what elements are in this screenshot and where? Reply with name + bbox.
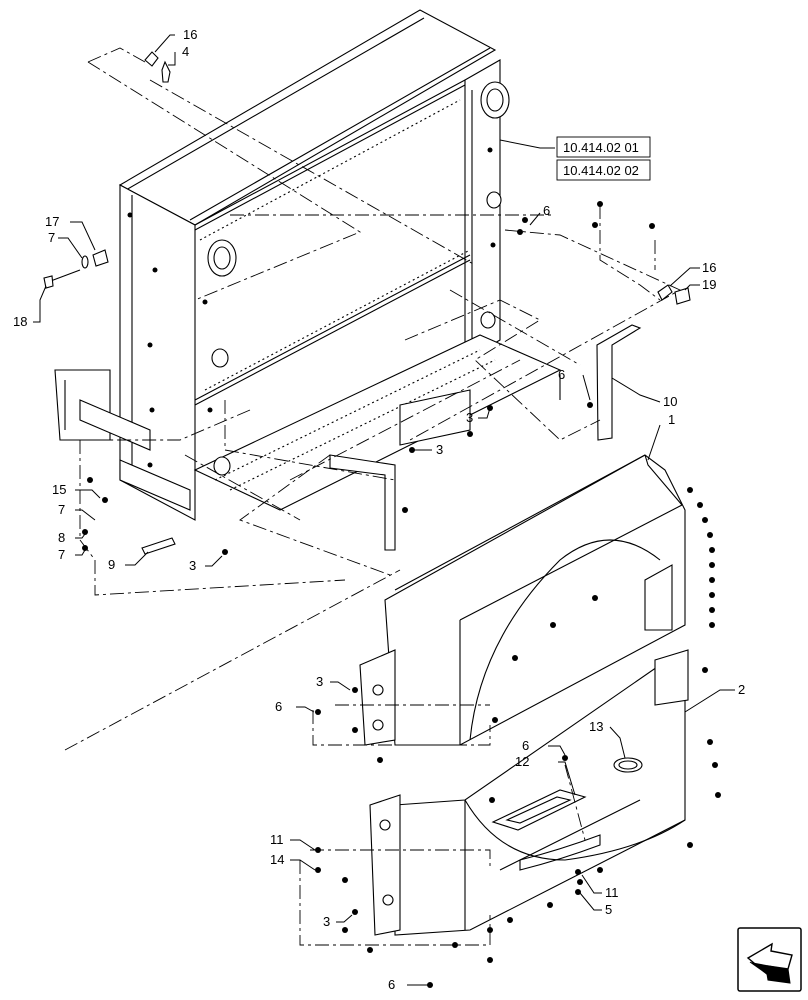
callout-3-shroud-lower: 3 — [323, 914, 330, 929]
callout-7-mid-left: 7 — [58, 502, 65, 517]
callout-3-rail: 3 — [466, 410, 473, 425]
pin-9 — [141, 537, 176, 555]
callout-6-upper-right: 6 — [543, 203, 550, 218]
callout-11-left: 11 — [270, 832, 284, 847]
shroud-side-bracket-lower — [369, 794, 401, 936]
next-page-arrow-icon[interactable] — [737, 927, 802, 992]
callout-16-right: 16 — [702, 260, 716, 275]
callout-12: 12 — [515, 754, 529, 769]
callout-11-right: 11 — [605, 885, 619, 900]
assembly-centerlines — [64, 47, 681, 946]
callout-10: 10 — [663, 394, 677, 409]
callout-3-shroud-upper: 3 — [316, 674, 323, 689]
callout-19: 19 — [702, 277, 716, 292]
callout-6-bracket: 6 — [558, 367, 565, 382]
callout-16-top: 16 — [183, 27, 197, 42]
callout-1: 1 — [668, 412, 675, 427]
callout-6-shroud-upper: 6 — [275, 699, 282, 714]
callout-4: 4 — [182, 44, 189, 59]
reference-link-2[interactable]: 10.414.02 02 — [563, 163, 639, 178]
support-strap-10 — [596, 324, 642, 441]
mounting-bracket-right — [329, 375, 561, 551]
callout-3-bottom-rail: 3 — [436, 442, 443, 457]
cover-plate-12 — [491, 789, 587, 831]
callout-3-lower-left: 3 — [189, 558, 196, 573]
callout-9: 9 — [108, 557, 115, 572]
mounting-bracket-left — [54, 369, 191, 511]
callout-leaders — [33, 34, 735, 986]
callout-7-lower-left: 7 — [58, 547, 65, 562]
reference-box-2[interactable] — [556, 159, 651, 181]
shroud-side-bracket-upper — [359, 649, 396, 746]
callout-6-plate: 6 — [522, 738, 529, 753]
callout-6-bottom: 6 — [388, 977, 395, 992]
callout-5: 5 — [605, 902, 612, 917]
callout-8: 8 — [58, 530, 65, 545]
grommet-13 — [613, 757, 643, 773]
callout-labels: 16 4 6 17 7 18 16 19 6 10 3 3 1 15 7 8 7… — [13, 27, 745, 992]
callout-13: 13 — [589, 719, 603, 734]
bolt-4-and-clip-16 — [144, 51, 171, 83]
reference-link-1[interactable]: 10.414.02 01 — [563, 140, 639, 155]
spacer-17-washer-7-bolt-18 — [43, 249, 109, 289]
reference-links[interactable]: 10.414.02 01 10.414.02 02 — [556, 136, 651, 181]
reference-box-1[interactable] — [556, 136, 651, 158]
callout-7-upper-left: 7 — [48, 230, 55, 245]
callout-18: 18 — [13, 314, 27, 329]
callout-15: 15 — [52, 482, 66, 497]
callout-14: 14 — [270, 852, 284, 867]
radiator-assembly — [118, 9, 562, 521]
callout-17: 17 — [45, 214, 59, 229]
callout-2: 2 — [738, 682, 745, 697]
clip-16-fitting-19 — [657, 284, 691, 305]
